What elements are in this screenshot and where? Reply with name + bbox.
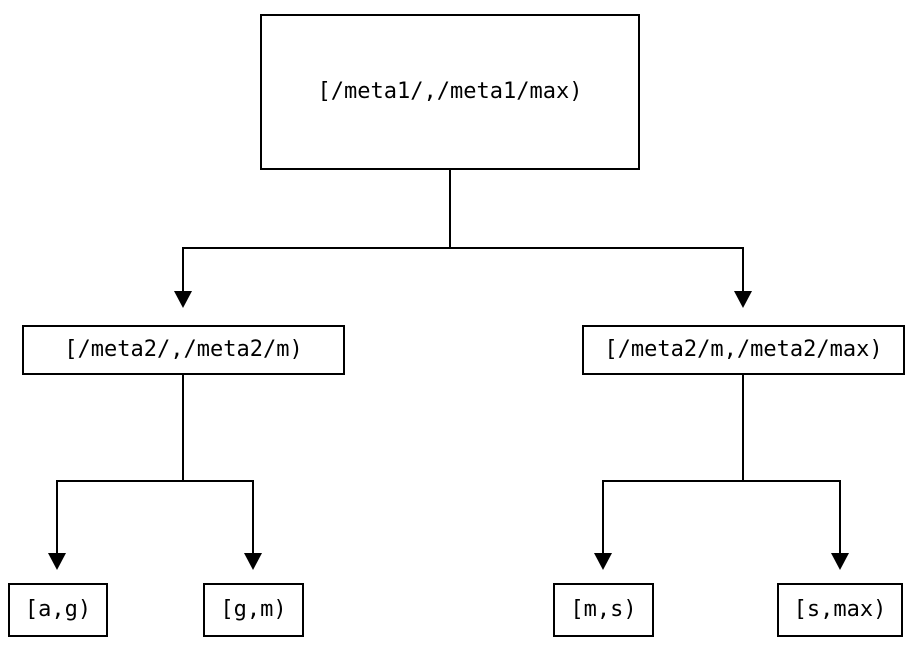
node-meta2-right: [/meta2/m,/meta2/max) [582,325,905,375]
node-meta2-right-label: [/meta2/m,/meta2/max) [604,337,883,362]
arrow-down-icon [594,553,612,570]
node-meta2-left: [/meta2/,/meta2/m) [22,325,345,375]
arrow-down-icon [734,291,752,308]
leaf-node-smax-label: [s,max) [793,597,887,622]
leaf-node-smax: [s,max) [777,583,903,637]
arrow-down-icon [244,553,262,570]
leaf-node-gm-label: [g,m) [220,597,287,622]
arrow-down-icon [48,553,66,570]
leaf-node-gm: [g,m) [203,583,304,637]
node-root: [/meta1/,/meta1/max) [260,14,640,170]
node-meta2-left-label: [/meta2/,/meta2/m) [64,337,303,362]
leaf-node-ag-label: [a,g) [24,597,92,622]
node-root-label: [/meta1/,/meta1/max) [317,79,583,104]
arrow-down-icon [174,291,192,308]
leaf-node-ag: [a,g) [8,583,108,637]
leaf-node-ms-label: [m,s) [570,597,637,622]
leaf-node-ms: [m,s) [553,583,654,637]
arrow-down-icon [831,553,849,570]
